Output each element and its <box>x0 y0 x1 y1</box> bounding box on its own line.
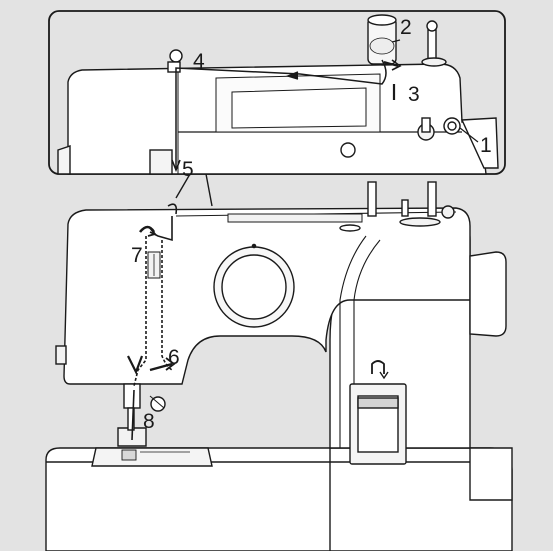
zoom-inset <box>48 10 506 207</box>
callout-2: 2 <box>400 16 412 39</box>
sewing-machine-front-view <box>45 181 513 551</box>
callout-4: 4 <box>193 50 205 73</box>
reverse-symbol-icon <box>371 360 385 374</box>
callout-6: 6 <box>168 346 180 369</box>
callout-1: 1 <box>480 134 492 157</box>
callout-3: 3 <box>408 83 420 106</box>
callout-labels: 1 2 3 4 5 6 7 8 <box>131 16 492 433</box>
needle-plate <box>91 447 213 467</box>
callout-5: 5 <box>182 158 194 181</box>
thread-path-lower <box>127 203 178 441</box>
handwheel <box>469 251 507 337</box>
thread-path-upper <box>171 39 479 173</box>
callout-7: 7 <box>131 244 143 267</box>
thread-guide <box>169 49 183 63</box>
callout-8: 8 <box>143 410 155 433</box>
zoom-pointer <box>175 173 213 207</box>
